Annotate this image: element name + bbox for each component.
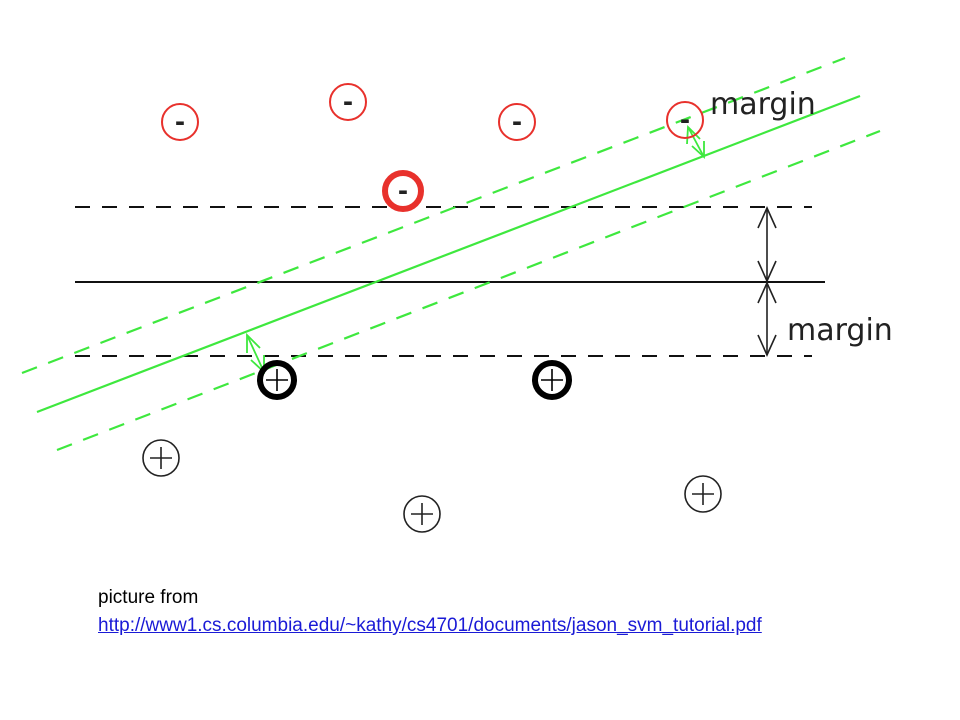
black-margin-arrow-lower bbox=[757, 281, 777, 357]
negative-support-vector: - bbox=[382, 170, 424, 212]
caption-prefix: picture from bbox=[98, 587, 199, 608]
green-dashed-margin-upper bbox=[21, 56, 846, 375]
negative-point: - bbox=[161, 103, 199, 141]
green-separator-line bbox=[36, 94, 861, 414]
green-dashed-margin-lower bbox=[56, 129, 881, 452]
negative-symbol: - bbox=[175, 105, 185, 138]
svm-margin-diagram: margin margin - - - - - bbox=[21, 56, 893, 533]
black-margin-arrow-upper bbox=[757, 206, 777, 283]
positive-point bbox=[684, 475, 722, 513]
source-link[interactable]: http://www1.cs.columbia.edu/~kathy/cs470… bbox=[98, 615, 762, 636]
negative-point: - bbox=[498, 103, 536, 141]
negative-symbol: - bbox=[343, 85, 353, 118]
green-margin-arrow-left bbox=[246, 332, 265, 375]
source-caption: picture from http://www1.cs.columbia.edu… bbox=[98, 584, 878, 640]
positive-support-vector bbox=[257, 360, 297, 400]
positive-point bbox=[403, 495, 441, 533]
negative-symbol: - bbox=[398, 174, 408, 207]
negative-symbol: - bbox=[680, 103, 690, 136]
margin-label-top: margin bbox=[710, 87, 816, 122]
positive-point bbox=[142, 439, 180, 477]
negative-point: - bbox=[329, 83, 367, 121]
negative-symbol: - bbox=[512, 105, 522, 138]
negative-point: - bbox=[666, 101, 704, 139]
positive-support-vector bbox=[532, 360, 572, 400]
margin-label-right: margin bbox=[787, 313, 893, 348]
